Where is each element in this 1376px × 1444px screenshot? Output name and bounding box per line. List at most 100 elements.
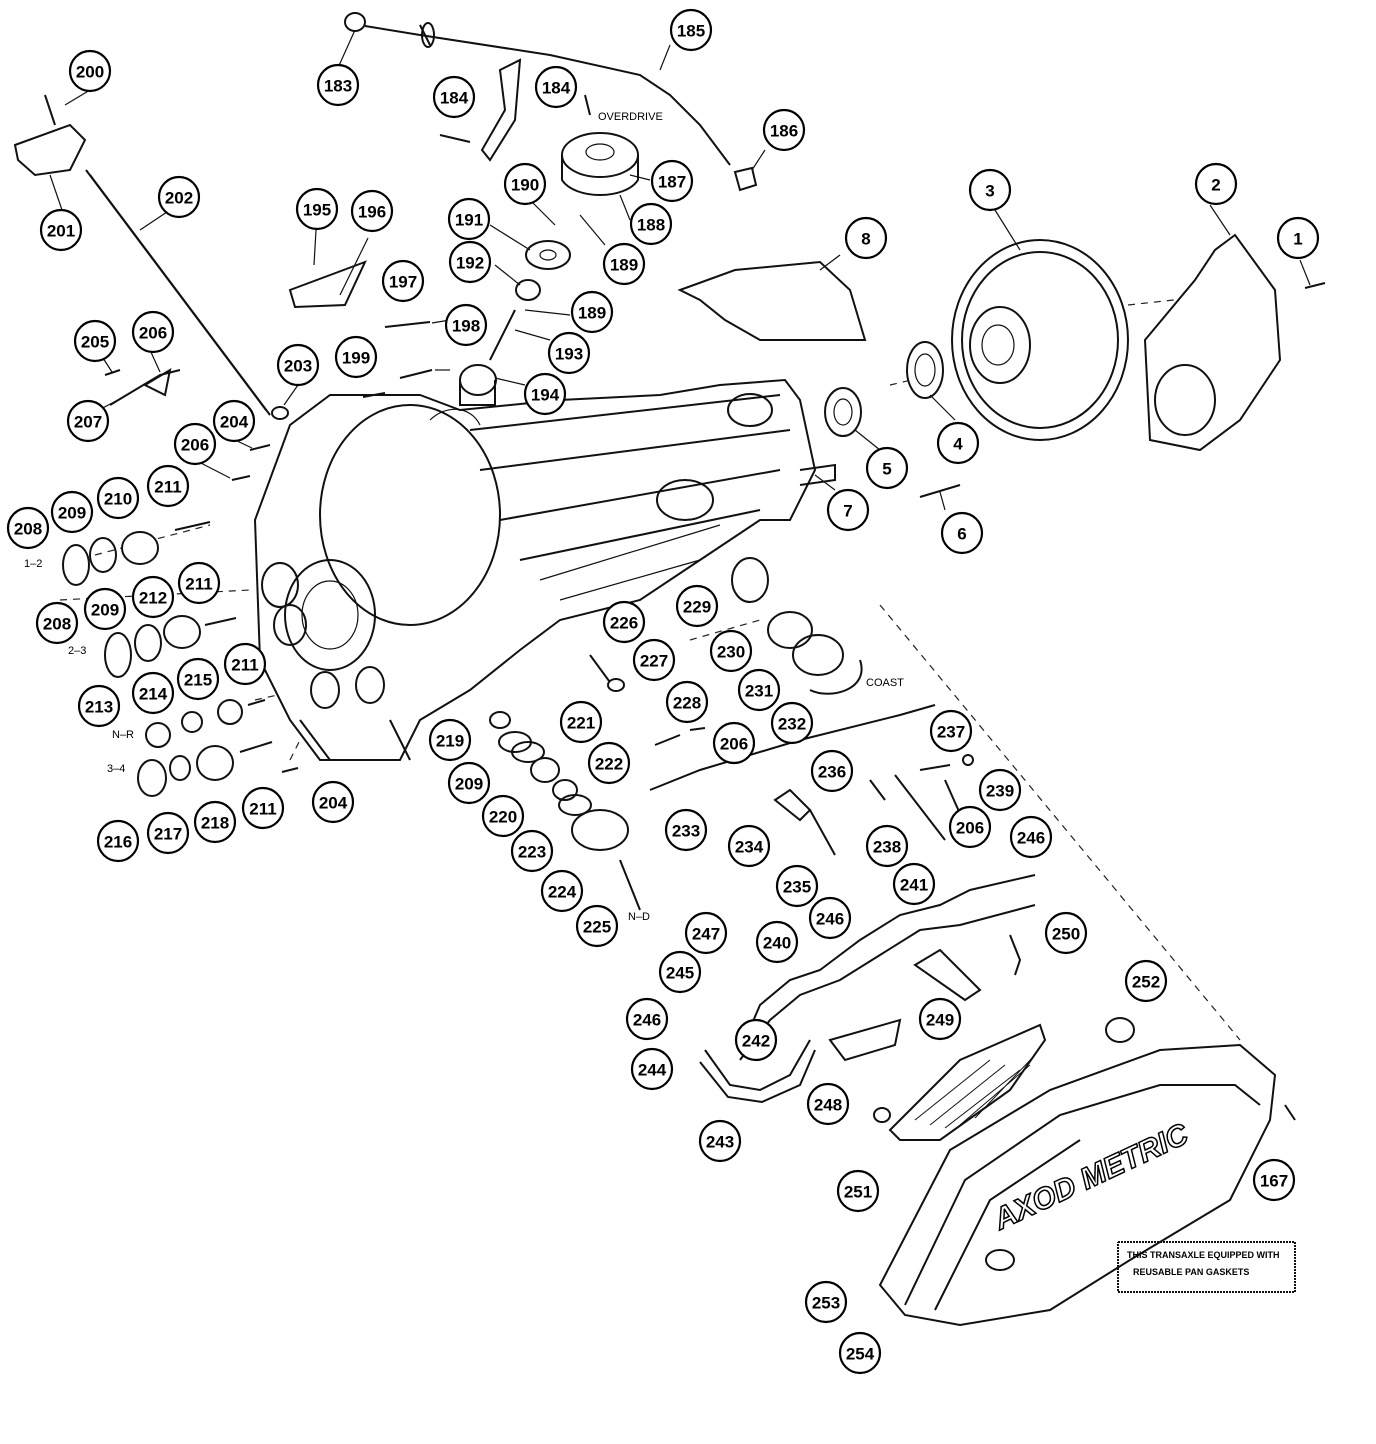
callout-number: 201 [47, 222, 75, 241]
callout-number: 239 [986, 782, 1014, 801]
callout-208b: 208 [35, 601, 79, 645]
callout-circle [775, 864, 819, 908]
callout-number: 246 [1017, 829, 1045, 848]
callout-191: 191 [447, 197, 491, 241]
callout-circle [826, 488, 870, 532]
callout-number: 6 [957, 525, 966, 544]
callout-206c: 206 [712, 721, 756, 765]
callout-circle [755, 920, 799, 964]
callout-167: 167 [1252, 1158, 1296, 1202]
callout-250: 250 [1044, 911, 1088, 955]
callout-number: 235 [783, 878, 811, 897]
callout-238: 238 [865, 824, 909, 868]
callout-220: 220 [481, 794, 525, 838]
callout-246c: 246 [625, 997, 669, 1041]
callout-196: 196 [350, 189, 394, 233]
callout-number: 233 [672, 822, 700, 841]
callout-number: 188 [637, 216, 665, 235]
servo-2-3-label: 2–3 [68, 645, 86, 657]
callout-1: 1 [1276, 216, 1320, 260]
callout-195: 195 [295, 187, 339, 231]
callout-circle [523, 372, 567, 416]
servo-assemblies [62, 444, 299, 797]
callout-253: 253 [804, 1280, 848, 1324]
callout-circle [808, 896, 852, 940]
callout-circle [630, 1047, 674, 1091]
callout-206a: 206 [131, 310, 175, 354]
callout-188: 188 [629, 202, 673, 246]
callout-number: 209 [58, 504, 86, 523]
callout-number: 209 [91, 601, 119, 620]
callout-number: 194 [531, 386, 560, 405]
callout-243: 243 [698, 1119, 742, 1163]
callout-circle [664, 808, 708, 852]
callout-circle [929, 709, 973, 753]
callout-number: 2 [1211, 176, 1220, 195]
callout-circle [892, 862, 936, 906]
callout-number: 206 [181, 436, 209, 455]
callout-circle [698, 1119, 742, 1163]
callout-number: 210 [104, 490, 132, 509]
callout-circle [629, 202, 673, 246]
callout-241: 241 [892, 862, 936, 906]
callout-circle [350, 189, 394, 233]
callout-number: 250 [1052, 925, 1080, 944]
callout-197: 197 [381, 259, 425, 303]
callout-number: 237 [937, 723, 965, 742]
callout-246b: 246 [808, 896, 852, 940]
callout-number: 223 [518, 843, 546, 862]
callout-circle [587, 741, 631, 785]
callout-circle [96, 819, 140, 863]
callout-number: 196 [358, 203, 386, 222]
callout-193: 193 [547, 331, 591, 375]
callout-number: 232 [778, 715, 806, 734]
callout-circle [276, 343, 320, 387]
callout-184b: 184 [534, 65, 578, 109]
servo-1-2-label: 1–2 [24, 558, 42, 570]
callout-number: 211 [249, 800, 276, 819]
callout-number: 183 [324, 77, 352, 96]
callout-circle [50, 490, 94, 534]
callout-circle [865, 824, 909, 868]
callout-number: 253 [812, 1294, 840, 1313]
callout-circle [770, 701, 814, 745]
callout-circle [444, 303, 488, 347]
callout-number: 3 [985, 182, 994, 201]
callout-226: 226 [602, 600, 646, 644]
callout-number: 213 [85, 698, 113, 717]
callout-186: 186 [762, 108, 806, 152]
callout-number: 244 [638, 1061, 667, 1080]
callout-number: 226 [610, 614, 638, 633]
callout-233: 233 [664, 808, 708, 852]
callout-number: 197 [389, 273, 417, 292]
callout-circle [6, 506, 50, 550]
callout-circle [806, 1082, 850, 1126]
callout-247: 247 [684, 911, 728, 955]
callout-204a: 204 [212, 399, 256, 443]
callout-number: 204 [319, 794, 348, 813]
callout-number: 243 [706, 1133, 734, 1152]
callout-206b: 206 [173, 422, 217, 466]
callout-206d: 206 [948, 805, 992, 849]
callout-number: 241 [900, 876, 928, 895]
callout-number: 224 [548, 883, 577, 902]
callout-circle [316, 63, 360, 107]
callout-number: 7 [843, 502, 852, 521]
callout-252: 252 [1124, 959, 1168, 1003]
callout-number: 214 [139, 685, 168, 704]
callout-number: 251 [844, 1183, 872, 1202]
callout-217: 217 [146, 811, 190, 855]
callout-circle [1009, 815, 1053, 859]
callout-circle [712, 721, 756, 765]
callout-2: 2 [1194, 162, 1238, 206]
callout-circle [481, 794, 525, 838]
servo-n-d-label: N–D [628, 911, 650, 923]
callout-213: 213 [77, 684, 121, 728]
callout-number: 225 [583, 918, 611, 937]
callout-bubbles: 1234567816718318418418518618718818918919… [6, 8, 1320, 1375]
callout-227: 227 [632, 638, 676, 682]
servo-n-r-label: N–R [112, 729, 134, 741]
callout-number: 211 [154, 478, 181, 497]
callout-236: 236 [810, 749, 854, 793]
callout-circle [559, 700, 603, 744]
